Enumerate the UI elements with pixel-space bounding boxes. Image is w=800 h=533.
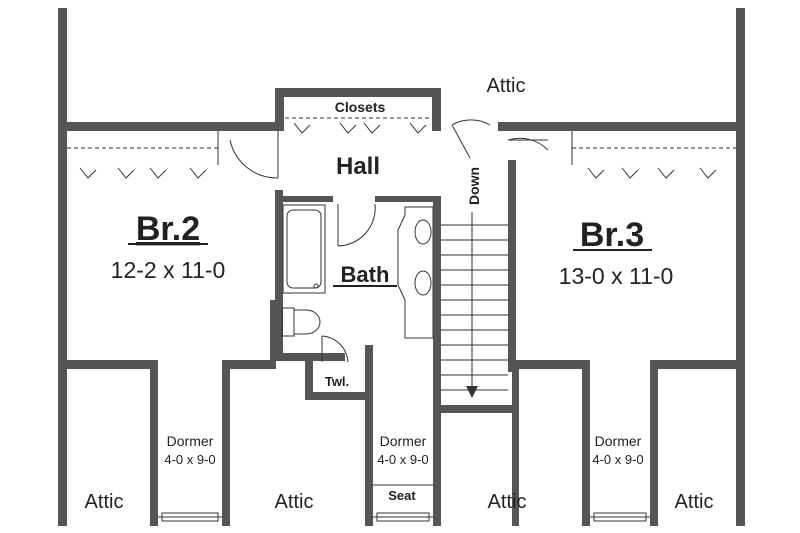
stair-arrow-head bbox=[466, 386, 478, 398]
dormer-center-size: 4-0 x 9-0 bbox=[377, 452, 428, 467]
dormer-left-name: Dormer bbox=[167, 433, 214, 449]
attic-bottom-1: Attic bbox=[85, 491, 124, 513]
bedroom-3-size: 13-0 x 11-0 bbox=[559, 263, 674, 289]
bedroom-3-name: Br.3 bbox=[580, 216, 644, 254]
bath-label: Bath bbox=[341, 262, 390, 287]
walls bbox=[58, 8, 745, 526]
bedroom-2-name: Br.2 bbox=[136, 210, 200, 248]
bedroom-2-size: 12-2 x 11-0 bbox=[111, 257, 226, 283]
dormer-right-name: Dormer bbox=[595, 433, 642, 449]
attic-top-label: Attic bbox=[487, 75, 526, 97]
closets-label: Closets bbox=[335, 99, 386, 115]
attic-bottom-4: Attic bbox=[675, 491, 714, 513]
seat-label: Seat bbox=[388, 488, 416, 503]
down-label: Down bbox=[466, 167, 482, 205]
dormer-center-name: Dormer bbox=[380, 433, 427, 449]
attic-bottom-3: Attic bbox=[488, 491, 527, 513]
dormer-left-size: 4-0 x 9-0 bbox=[164, 452, 215, 467]
hall-label: Hall bbox=[336, 153, 380, 180]
dormer-right-size: 4-0 x 9-0 bbox=[592, 452, 643, 467]
towel-label: Twl. bbox=[325, 374, 349, 389]
attic-bottom-2: Attic bbox=[275, 491, 314, 513]
thin-lines bbox=[67, 117, 736, 522]
